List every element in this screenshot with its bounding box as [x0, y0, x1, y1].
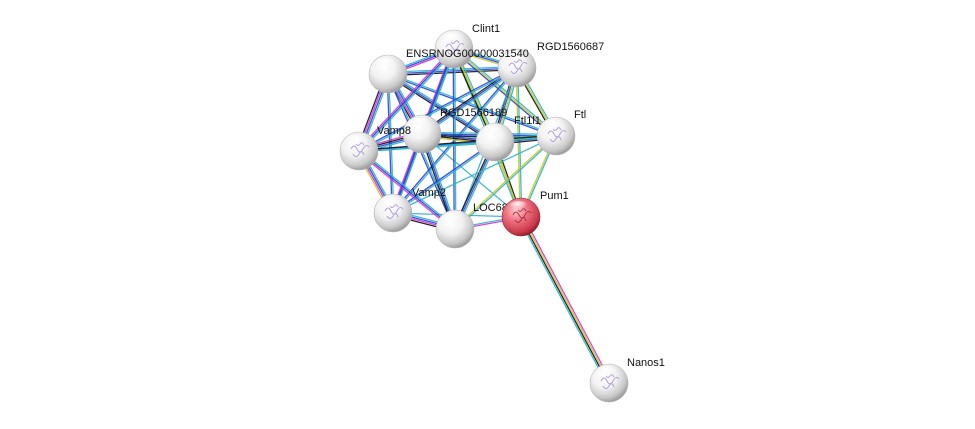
node-label: Clint1 — [472, 23, 500, 35]
node-pum1[interactable]: Pum1 — [501, 190, 569, 237]
node-highlight — [441, 33, 463, 45]
node-highlight — [375, 58, 397, 70]
edge-line-coexpression — [393, 142, 496, 215]
edge-line-database — [452, 49, 455, 230]
node-rgd1566189[interactable]: RGD1566189 — [402, 107, 507, 154]
node-highlight — [346, 135, 368, 147]
node-label: ENSRNOG00000031540 — [406, 48, 529, 60]
node-ftl1l1[interactable]: Ftl1l1 — [475, 115, 541, 162]
node-label: Vamp2 — [412, 187, 446, 199]
edge-vamp8-loc680217[interactable] — [357, 149, 457, 231]
node-label: Ftl — [574, 109, 586, 121]
edge-line-homology — [388, 68, 518, 77]
node-highlight — [409, 118, 431, 130]
edge-line-textmining — [453, 48, 557, 137]
node-ftl[interactable]: Ftl — [536, 109, 586, 156]
edge-line-experiments — [357, 47, 454, 151]
edge-line-coexpression — [359, 149, 457, 229]
node-highlight — [504, 52, 526, 64]
edge-rgd1560687-vamp8[interactable] — [358, 66, 518, 153]
edge-ftl-vamp8[interactable] — [358, 134, 557, 153]
edge-line-coexpression — [388, 72, 557, 136]
edge-line-homology — [519, 217, 609, 384]
node-highlight — [543, 120, 565, 132]
edge-line-experiments — [357, 151, 455, 231]
edge-line-textmining — [454, 134, 556, 229]
edge-clint1-vamp8[interactable] — [357, 47, 456, 153]
edge-ftl1l1-vamp2[interactable] — [392, 140, 496, 215]
edge-line-coexpression — [359, 136, 557, 153]
edge-line-database — [392, 140, 495, 213]
node-clint1[interactable]: Clint1 — [434, 23, 500, 69]
node-rgd1560687[interactable]: RGD1560687 — [497, 41, 604, 88]
node-nanos1[interactable]: Nanos1 — [589, 357, 665, 403]
edge-pum1-nanos1[interactable] — [518, 215, 612, 385]
node-label: Vamp8 — [377, 125, 411, 137]
edge-line-database — [387, 67, 518, 75]
edge-line-database — [452, 49, 556, 138]
node-vamp2[interactable]: Vamp2 — [373, 187, 446, 233]
edge-line-coexpression — [393, 68, 519, 214]
node-label: RGD1566189 — [440, 107, 507, 119]
node-highlight — [442, 213, 464, 225]
edge-line-database — [358, 48, 455, 152]
edge-line-homology — [358, 134, 556, 151]
edge-line-coexpression — [387, 65, 517, 74]
edge-line-coexpression — [518, 217, 608, 385]
node-label: Nanos1 — [627, 357, 665, 369]
node-highlight — [482, 126, 504, 138]
node-highlight — [380, 197, 402, 209]
edge-ensrnog-rgd1560687[interactable] — [387, 65, 518, 77]
edge-ftl-loc680217[interactable] — [454, 134, 557, 231]
edge-line-coexpression — [455, 136, 557, 231]
edge-line-database — [358, 150, 456, 230]
node-label: Pum1 — [540, 190, 569, 202]
edge-clint1-ftl[interactable] — [452, 47, 558, 138]
node-label: Ftl1l1 — [514, 115, 541, 127]
edge-line-coexpression — [359, 68, 518, 153]
node-highlight — [596, 367, 618, 379]
edge-line-coexpression — [454, 47, 558, 136]
edge-line-textmining — [521, 216, 611, 383]
edge-line-experiments — [522, 215, 612, 383]
edge-line-database — [387, 74, 556, 138]
node-highlight — [508, 201, 530, 213]
edge-line-coexpression — [422, 68, 519, 136]
edge-ensrnog-ftl[interactable] — [387, 72, 557, 138]
node-label: RGD1560687 — [537, 41, 604, 53]
node-vamp8[interactable]: Vamp8 — [339, 125, 411, 171]
edge-line-database — [358, 66, 517, 151]
node-ensrnog[interactable]: ENSRNOG00000031540 — [368, 48, 529, 94]
edge-line-coexpression — [359, 49, 456, 153]
nodes-layer: Clint1RGD1560687ENSRNOG00000031540RGD156… — [339, 23, 665, 403]
